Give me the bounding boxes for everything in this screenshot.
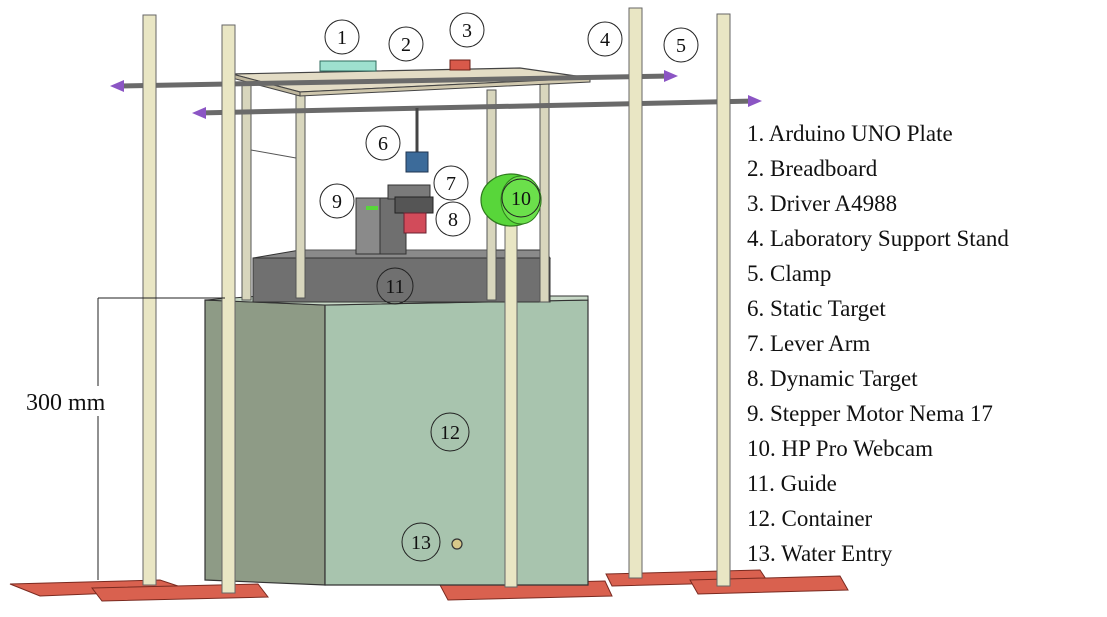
clamp-rod-lower [197,98,756,116]
container [204,295,589,586]
callout-number: 2 [401,34,411,56]
callout-number: 4 [600,29,610,51]
support-stand-pole [142,14,157,586]
callout-6: 6 [365,125,401,161]
legend-item: 3. Driver A4988 [747,191,897,216]
webcam-lens [500,175,542,225]
webcam-assembly [480,173,542,588]
callout-13: 13 [401,522,441,562]
callout-number: 8 [448,209,458,231]
callout-12: 12 [430,412,470,452]
support-stand-pole [221,24,236,594]
callout-8: 8 [435,201,471,237]
motor-assembly [355,184,434,255]
callout-5: 5 [663,27,699,63]
dynamic-target [403,212,427,234]
legend-item: 4. Laboratory Support Stand [747,226,1009,251]
arduino-plate [319,60,377,72]
callout-number: 3 [462,20,472,42]
legend-item: 5. Clamp [747,261,831,286]
legend-item: 13. Water Entry [747,541,893,566]
callout-11: 11 [376,267,414,305]
legend: 1. Arduino UNO Plate 2. Breadboard 3. Dr… [747,121,1009,566]
top-plate-edge-front [299,77,591,97]
callout-10: 10 [501,178,541,218]
callout-number: 12 [440,422,460,444]
callout-number: 13 [411,532,431,554]
callout-number: 6 [378,133,388,155]
legend-item: 11. Guide [747,471,837,496]
legend-item: 12. Container [747,506,873,531]
clamp-rods [110,70,762,119]
support-stand-pole [628,7,643,579]
callout-number: 10 [511,188,531,210]
legend-item: 10. HP Pro Webcam [747,436,933,461]
driver-chip [449,59,471,71]
frame-crossbar [250,149,297,159]
callouts: 1 2 3 4 5 6 7 8 [319,12,699,562]
clamp-tip-icon [192,107,206,119]
clamp-tip-icon [664,70,678,82]
callout-3: 3 [449,12,485,48]
callout-number: 7 [446,173,456,195]
callout-number: 1 [337,27,347,49]
frame-post [295,89,306,299]
clamp-tip-icon [748,95,762,107]
legend-item: 7. Lever Arm [747,331,870,356]
support-stand-pole [716,13,731,587]
lever-arm-housing [394,196,434,214]
frame-post [241,81,252,301]
support-stands [142,7,731,594]
static-target-block [405,151,429,173]
legend-item: 2. Breadboard [747,156,878,181]
dimension-label-bg [24,386,136,416]
legend-item: 1. Arduino UNO Plate [747,121,953,146]
callout-number: 9 [332,191,342,213]
callout-number: 5 [676,35,686,57]
dimension-300mm: 300 mm [24,297,225,580]
callout-9: 9 [319,183,355,219]
water-entry-port [451,538,463,550]
callout-1: 1 [324,19,360,55]
callout-4: 4 [587,21,623,57]
callout-7: 7 [433,165,469,201]
motor-indicator [366,206,378,210]
legend-item: 6. Static Target [747,296,886,321]
clamp-rod-upper [117,73,671,89]
dimension-label: 300 mm [26,390,106,416]
callout-2: 2 [388,26,424,62]
webcam-pole [504,221,518,588]
clamp-tip-icon [110,80,124,92]
callout-number: 11 [385,276,404,298]
frame-post [539,81,550,303]
static-target [405,108,429,173]
legend-item: 9. Stepper Motor Nema 17 [747,401,993,426]
legend-item: 8. Dynamic Target [747,366,918,391]
